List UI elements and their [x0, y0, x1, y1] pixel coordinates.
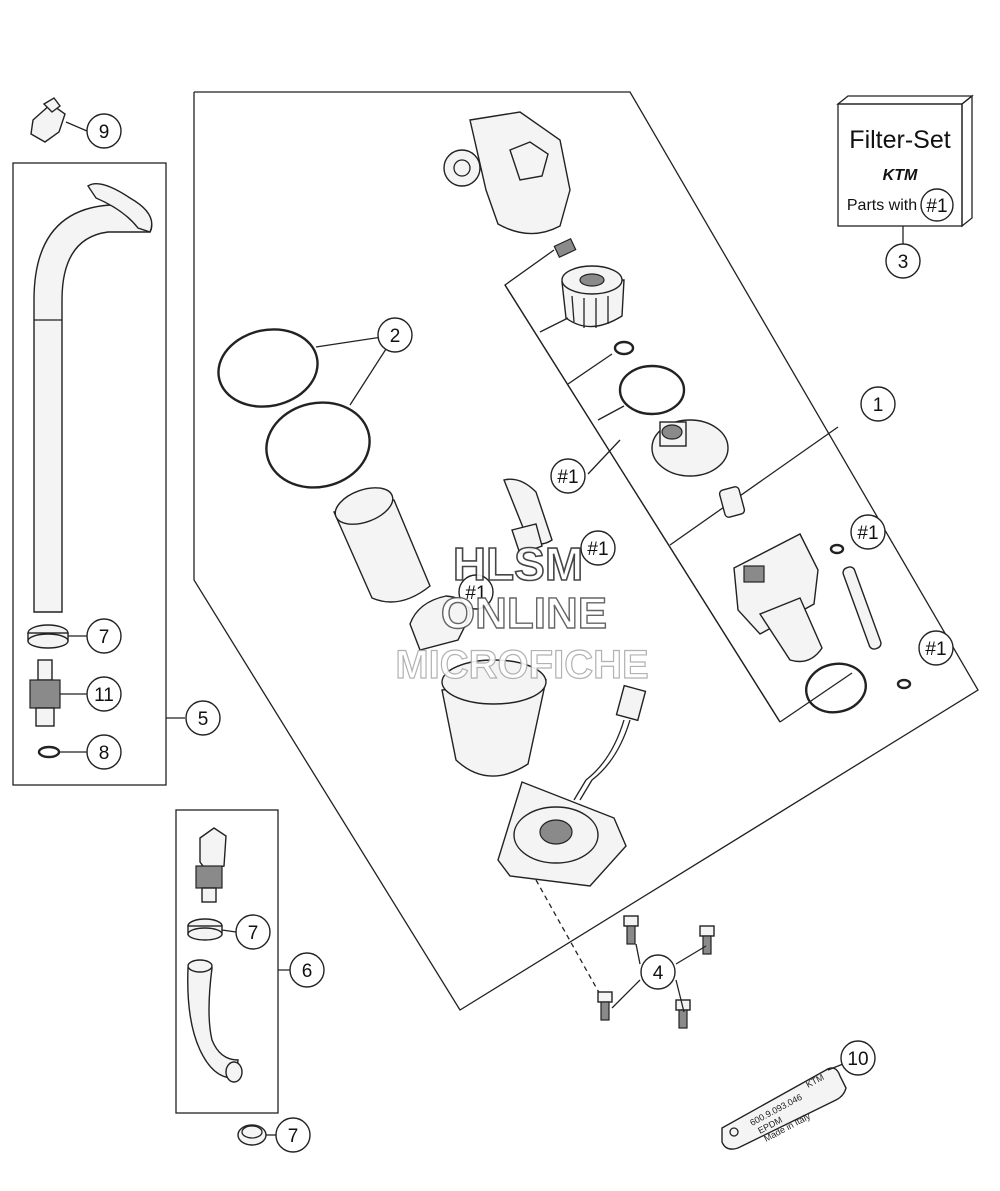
- screw-4d[interactable]: [675, 999, 691, 1029]
- group-box-6: [175, 809, 279, 1114]
- callout-7-a[interactable]: 7: [86, 618, 122, 654]
- callout-9-label: 9: [99, 122, 110, 143]
- callout-7a-label: 7: [99, 627, 110, 648]
- callout-9[interactable]: 9: [86, 113, 122, 149]
- watermark-line-1: HLSM: [453, 538, 583, 590]
- watermark-line-3: MICROFICHE: [395, 643, 648, 687]
- callout-4-label: 4: [653, 963, 664, 984]
- oring-large-lower[interactable]: [802, 658, 871, 717]
- part-7-clamp-c[interactable]: [237, 1124, 267, 1146]
- part-2-oring-a[interactable]: [211, 320, 325, 415]
- callout-hash1-b-label: #1: [587, 539, 608, 560]
- callout-2-label: 2: [390, 326, 401, 347]
- callout-4[interactable]: 4: [640, 954, 676, 990]
- pump-flange[interactable]: [497, 781, 627, 887]
- oring-medium[interactable]: [618, 364, 686, 416]
- callout-11-label: 11: [94, 685, 114, 706]
- part-2-oring-b[interactable]: [258, 393, 377, 497]
- callout-hash1-c-label: #1: [465, 583, 486, 604]
- part-5-hose[interactable]: [33, 183, 153, 613]
- jet-part[interactable]: [503, 478, 553, 555]
- screw-4c[interactable]: [597, 991, 613, 1021]
- part-10-tag-plate[interactable]: 600.9.093.046 EPDM Made in Italy KTM: [721, 1067, 847, 1150]
- part-11-fitting[interactable]: [29, 659, 61, 727]
- callout-8-label: 8: [99, 743, 110, 764]
- callout-7c-label: 7: [288, 1126, 299, 1147]
- part-7-clamp-b[interactable]: [187, 918, 223, 941]
- assembly-frame: [193, 91, 979, 1011]
- group-box-5: [12, 162, 167, 786]
- callout-8[interactable]: 8: [86, 734, 122, 770]
- lower-cup[interactable]: [441, 659, 547, 777]
- callout-5[interactable]: 5: [185, 700, 221, 736]
- sleeve[interactable]: [330, 481, 431, 603]
- part-9-coupler[interactable]: [30, 97, 66, 143]
- callout-1[interactable]: 1: [860, 386, 896, 422]
- filter-clip[interactable]: [409, 595, 471, 651]
- regulator-valve[interactable]: [651, 419, 729, 477]
- callout-6-label: 6: [302, 961, 313, 982]
- callout-6[interactable]: 6: [289, 952, 325, 988]
- callout-3[interactable]: 3: [885, 243, 921, 279]
- callout-7-b[interactable]: 7: [235, 914, 271, 950]
- tube-small[interactable]: [718, 486, 746, 518]
- screw-4b[interactable]: [699, 925, 715, 955]
- callout-3-label: 3: [898, 252, 909, 273]
- filter-set-title: Filter-Set: [849, 126, 950, 154]
- callout-hash1-e-label: #1: [925, 639, 946, 660]
- oring-small-a[interactable]: [613, 340, 635, 356]
- oring-tiny-a[interactable]: [829, 543, 845, 555]
- callout-7b-label: 7: [248, 923, 259, 944]
- filter-set-box[interactable]: Filter-Set KTM Parts with #1: [836, 94, 974, 228]
- part-6-hose[interactable]: [187, 959, 243, 1083]
- filter-set-subtitle: Parts with: [847, 197, 917, 214]
- filter-set-ref: #1: [926, 196, 947, 217]
- callout-11[interactable]: 11: [86, 676, 122, 712]
- spring[interactable]: [553, 237, 577, 259]
- filter-element[interactable]: [561, 265, 625, 328]
- long-tube[interactable]: [842, 566, 883, 651]
- part-6-coupler[interactable]: [195, 827, 227, 903]
- part-8-oring[interactable]: [37, 745, 61, 759]
- callout-1-label: 1: [873, 395, 884, 416]
- wire-connector[interactable]: [573, 684, 647, 801]
- callout-2[interactable]: 2: [377, 317, 413, 353]
- ktm-logo: KTM: [883, 167, 918, 184]
- oring-tiny-b[interactable]: [896, 678, 912, 690]
- fuel-pump-motor[interactable]: [733, 533, 823, 663]
- screw-4a[interactable]: [623, 915, 639, 945]
- callout-10[interactable]: 10: [840, 1040, 876, 1076]
- watermark: HLSM ONLINE MICROFICHE: [395, 537, 650, 687]
- callout-5-label: 5: [198, 709, 209, 730]
- callout-hash1-d-label: #1: [857, 523, 878, 544]
- part-7-clamp-a[interactable]: [27, 624, 69, 649]
- callout-7-c[interactable]: 7: [275, 1117, 311, 1153]
- callout-hash1-e[interactable]: #1: [918, 630, 954, 666]
- callout-hash1-c[interactable]: #1: [458, 574, 494, 610]
- regulator-housing[interactable]: [443, 111, 571, 235]
- callout-hash1-b[interactable]: #1: [580, 530, 616, 566]
- callout-hash1-a-label: #1: [557, 467, 578, 488]
- watermark-line-2: ONLINE: [441, 589, 607, 638]
- callout-hash1-d[interactable]: #1: [850, 514, 886, 550]
- callout-10-label: 10: [847, 1049, 868, 1070]
- callout-hash1-a[interactable]: #1: [550, 458, 586, 494]
